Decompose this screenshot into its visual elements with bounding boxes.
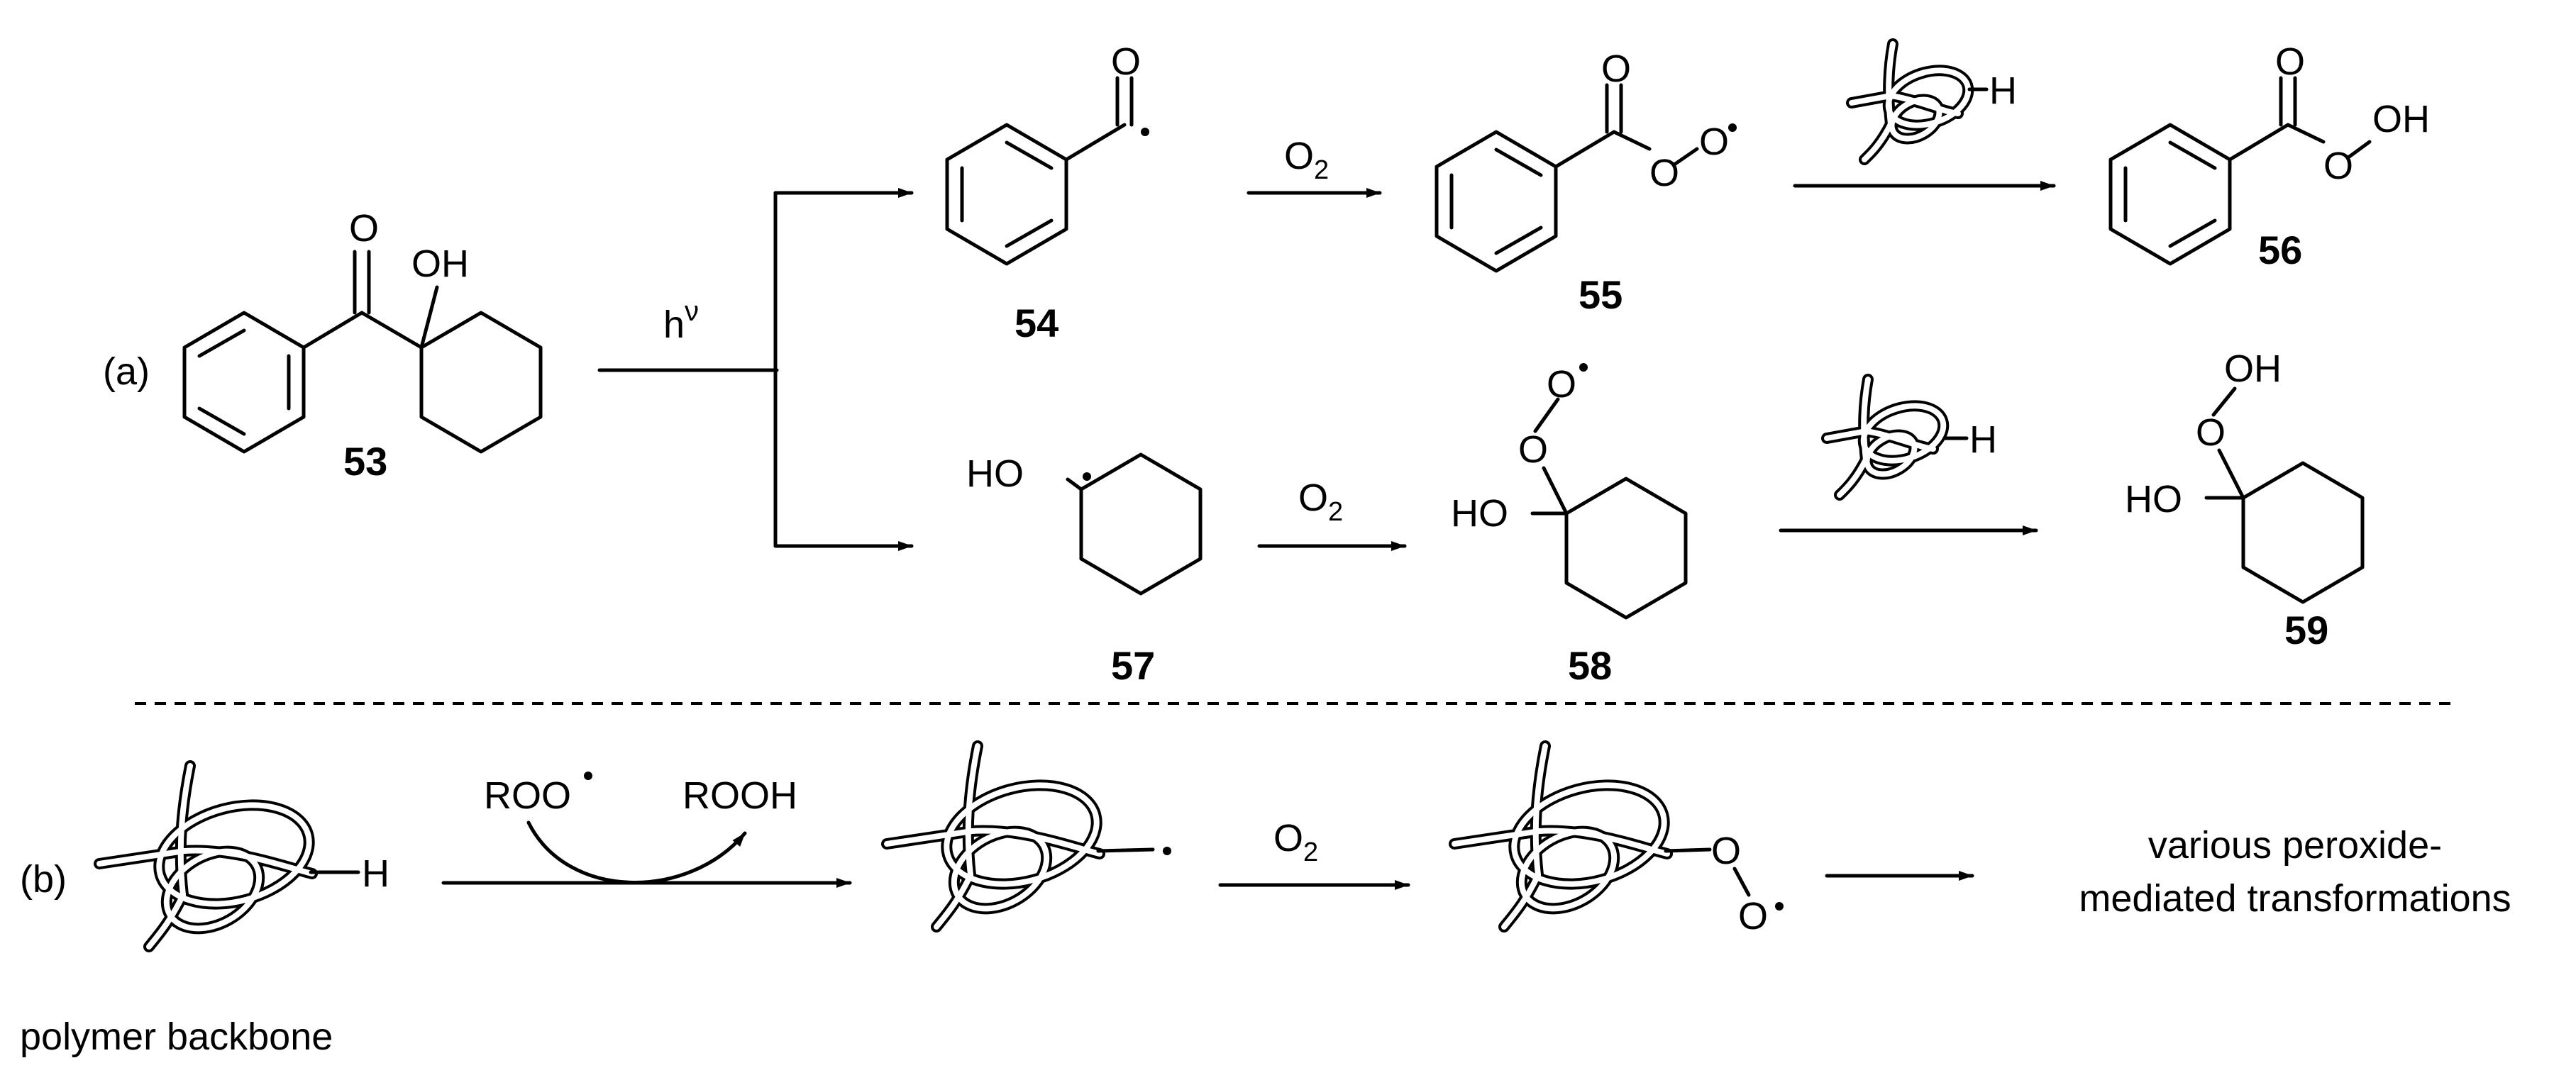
carbonyl-oxygen-label: O [349, 207, 379, 250]
polymer-h-reagent-top: H [1846, 38, 2017, 165]
terminal-oxygen-label: O [1738, 895, 1768, 937]
polymer-backbone-h: H [94, 760, 389, 952]
compound-53-number: 53 [343, 439, 387, 484]
part-a-label: (a) [103, 350, 150, 393]
h-abstraction-arrow: ROO ROOH [441, 772, 852, 888]
o2-label: O2 [1284, 135, 1329, 185]
transformations-line-1: various peroxide- [2148, 824, 2442, 867]
polymer-backbone-caption: polymer backbone [20, 1015, 333, 1058]
polymer-h-reagent-bottom: H [1821, 374, 1997, 501]
o2-arrow-54-55: O2 [1246, 135, 1382, 198]
terminal-oxygen-label: O [1699, 121, 1729, 163]
terminal-oxygen-label: O [1547, 363, 1576, 406]
branch-arrows [597, 188, 914, 551]
hydroxyl-label: HO [2125, 478, 2182, 520]
compound-59: O OH HO 59 [2125, 347, 2365, 652]
compound-54: O 54 [945, 40, 1149, 345]
hv-label: hν [663, 296, 699, 346]
o2-arrow-b: O2 [1218, 817, 1410, 890]
polymer-peroxy-radical: O O [1449, 740, 1784, 937]
carbonyl-oxygen-label: O [1601, 48, 1631, 90]
peroxy-oxygen-label: O [1518, 428, 1548, 471]
compound-56: O O OH 56 [2108, 40, 2430, 272]
compound-59-number: 59 [2284, 608, 2328, 652]
peroxy-oxygen-label: O [1711, 830, 1741, 872]
transformations-line-2: mediated transformations [2079, 877, 2511, 920]
hydrogen-label: H [362, 852, 389, 895]
roo-label: ROO [484, 774, 571, 817]
aldehyde-oxygen-label: O [1111, 40, 1141, 83]
peroxy-oxygen-label: O [2196, 411, 2226, 454]
hydroxyl-label: OH [2372, 98, 2430, 140]
compound-56-number: 56 [2258, 228, 2302, 272]
hydrogen-label: H [1969, 418, 1997, 461]
compound-58-number: 58 [1568, 643, 1612, 688]
carbonyl-oxygen-label: O [2275, 40, 2305, 83]
compound-57-number: 57 [1111, 643, 1155, 688]
hydroxyl-label: HO [966, 452, 1024, 495]
hydroxyl-label: HO [1451, 492, 1508, 535]
o2-arrow-57-58: O2 [1257, 477, 1407, 551]
rooh-label: ROOH [682, 774, 797, 817]
compound-55-number: 55 [1579, 272, 1623, 317]
compound-55: O O O 55 [1435, 48, 1737, 317]
compound-54-number: 54 [1015, 301, 1058, 345]
compound-58: O O HO 58 [1451, 363, 1688, 688]
hydrogen-label: H [1989, 69, 2017, 112]
o2-label: O2 [1298, 477, 1343, 527]
part-b-label: (b) [20, 858, 67, 901]
o2-label: O2 [1273, 817, 1318, 867]
polymer-radical [881, 740, 1171, 933]
hydroxyl-label: OH [2224, 347, 2282, 390]
compound-57: HO 57 [966, 452, 1203, 688]
hydroxyl-label: OH [411, 243, 469, 285]
compound-53: O OH 53 [182, 207, 543, 484]
ester-oxygen-label: O [2323, 145, 2353, 187]
ester-oxygen-label: O [1649, 152, 1679, 194]
